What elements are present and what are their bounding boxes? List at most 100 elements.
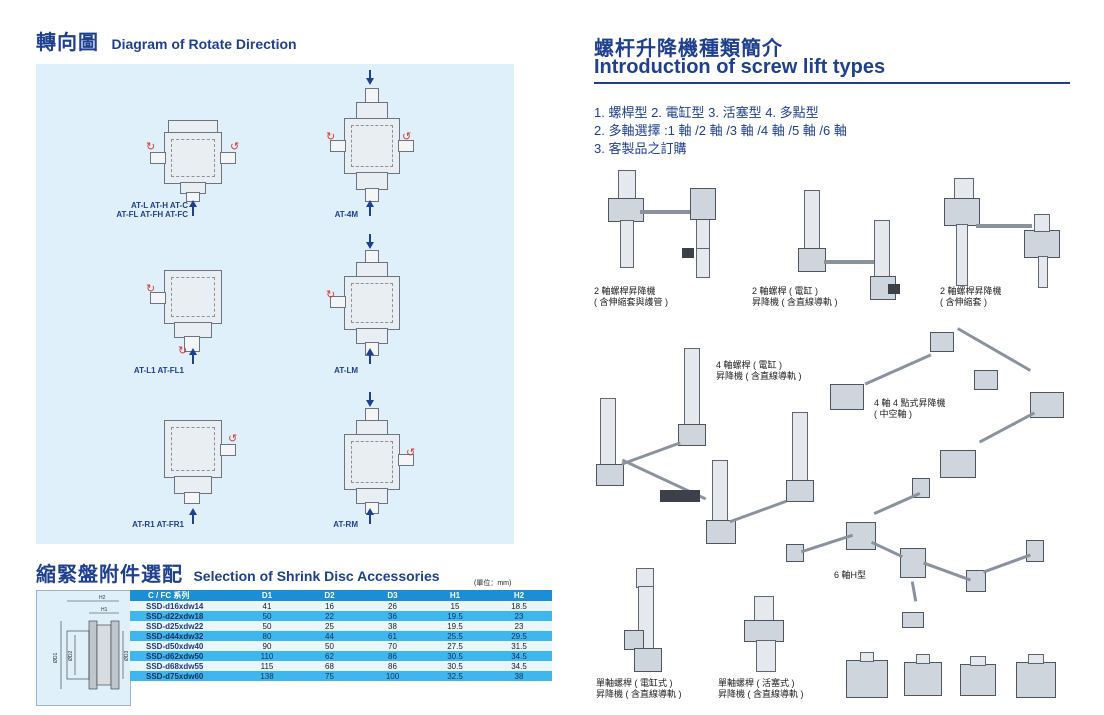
- shrink-disc-drawing: H2 H1 ØD1 ØD2 ØD3: [53, 595, 130, 690]
- intro-line-1: 1. 螺桿型 2. 電缸型 3. 活塞型 4. 多點型: [594, 105, 819, 120]
- value-cell: 61: [361, 631, 424, 641]
- value-cell: 34.5: [486, 651, 552, 661]
- value-cell: 41: [236, 601, 298, 611]
- product-1axis-cylinder: [620, 568, 680, 674]
- value-cell: 100: [361, 671, 424, 681]
- intro-line-2: 2. 多軸選擇 :1 軸 /2 軸 /3 軸 /4 軸 /5 軸 /6 軸: [594, 123, 847, 138]
- shrink-title-en: Selection of Shrink Disc Accessories: [193, 568, 440, 584]
- title-divider: [594, 82, 1070, 84]
- caption-6: 6 軸H型: [834, 570, 867, 580]
- rotate-title-cn: 轉向圖: [36, 32, 99, 54]
- model-cell: SSD-d16xdw14: [130, 601, 236, 611]
- caption-7: 單軸螺桿 ( 電缸式 )昇降機 ( 含直線導軌 ): [596, 678, 682, 699]
- caption-5: 4 軸 4 點式昇降機( 中空軸 ): [874, 398, 946, 419]
- model-cell: SSD-d25xdw22: [130, 621, 236, 631]
- d3-label: ØD3: [124, 651, 130, 662]
- rotate-title-en: Diagram of Rotate Direction: [111, 36, 297, 52]
- value-cell: 25: [298, 621, 361, 631]
- value-cell: 19.5: [424, 621, 486, 631]
- col-d2: D2: [298, 590, 361, 601]
- label-at-rm: AT-RM: [333, 520, 358, 529]
- value-cell: 50: [236, 611, 298, 621]
- h1-label: H1: [101, 607, 108, 613]
- value-cell: 30.5: [424, 661, 486, 671]
- product-6axis-h: [786, 478, 1056, 628]
- value-cell: 115: [236, 661, 298, 671]
- col-d1: D1: [236, 590, 298, 601]
- value-cell: 86: [361, 661, 424, 671]
- caption-1: 2 軸螺桿昇降機( 含伸縮套與護管 ): [594, 286, 668, 307]
- product-2axis-cylinder: [790, 190, 910, 302]
- unit-note: (單位：mm): [474, 580, 512, 587]
- shrink-title-cn: 縮緊盤附件選配: [36, 564, 183, 586]
- value-cell: 26: [361, 601, 424, 611]
- caption-8: 單軸螺桿 ( 活塞式 )昇降機 ( 含直線導軌 ): [718, 678, 804, 699]
- model-cell: SSD-d22xdw18: [130, 611, 236, 621]
- intro-title-cn: 螺杆升降機種類簡介: [594, 38, 783, 60]
- value-cell: 50: [298, 641, 361, 651]
- d2-label: ØD2: [68, 651, 74, 662]
- value-cell: 110: [236, 651, 298, 661]
- value-cell: 16: [298, 601, 361, 611]
- h2-label: H2: [99, 595, 106, 601]
- value-cell: 23: [486, 621, 552, 631]
- value-cell: 38: [361, 621, 424, 631]
- product-4axis-4point: [826, 327, 1076, 478]
- gearbox-diagram: ↻ ↺: [146, 120, 239, 202]
- value-cell: 19.5: [424, 611, 486, 621]
- value-cell: 30.5: [424, 651, 486, 661]
- caption-2: 2 軸螺桿 ( 電缸 )昇降機 ( 含直線導軌 ): [752, 286, 838, 307]
- caption-4: 4 軸螺桿 ( 電缸 )昇降機 ( 含直線導軌 ): [716, 360, 802, 381]
- value-cell: 29.5: [486, 631, 552, 641]
- product-1axis-piston: [740, 596, 800, 676]
- value-cell: 44: [298, 631, 361, 641]
- product-2axis-telescopic: [600, 168, 730, 286]
- value-cell: 75: [298, 671, 361, 681]
- value-cell: 23: [486, 611, 552, 621]
- model-cell: SSD-d68xdw55: [130, 661, 236, 671]
- label-at-l1: AT-L1 AT-FL1: [133, 366, 184, 375]
- col-h1: H1: [424, 590, 486, 601]
- value-cell: 62: [298, 651, 361, 661]
- value-cell: 68: [298, 661, 361, 671]
- product-4axis-cylinder: [596, 340, 836, 550]
- value-cell: 31.5: [486, 641, 552, 651]
- col-d3: D3: [361, 590, 424, 601]
- model-cell: SSD-d62xdw50: [130, 651, 236, 661]
- intro-line-3: 3. 客製品之訂購: [594, 141, 687, 156]
- rotate-diagram-panel: ↻ ↺ AT-L AT-H AT-C AT-FL AT-FH AT-FC ↻ ↺…: [36, 64, 514, 544]
- label-at-l: AT-L AT-H AT-C: [130, 201, 188, 210]
- value-cell: 18.5: [486, 601, 552, 611]
- rotate-heading: 轉向圖 Diagram of Rotate Direction: [36, 26, 297, 55]
- value-cell: 80: [236, 631, 298, 641]
- col-h2: H2: [486, 590, 552, 601]
- value-cell: 36: [361, 611, 424, 621]
- value-cell: 90: [236, 641, 298, 651]
- value-cell: 70: [361, 641, 424, 651]
- value-cell: 32.5: [424, 671, 486, 681]
- caption-3: 2 軸螺桿昇降機( 含伸縮套 ): [940, 286, 1002, 307]
- label-at-fl: AT-FL AT-FH AT-FC: [116, 210, 188, 219]
- gearbox-thumbnails: [846, 652, 1086, 704]
- value-cell: 50: [236, 621, 298, 631]
- d1-label: ØD1: [53, 653, 59, 664]
- gearbox-diagram: ↺: [158, 420, 237, 510]
- value-cell: 25.5: [424, 631, 486, 641]
- value-cell: 15: [424, 601, 486, 611]
- gearbox-diagram: ↻ ↻: [146, 270, 228, 360]
- label-at-r1: AT-R1 AT-FR1: [132, 520, 184, 529]
- gearbox-diagram: ↻: [326, 250, 406, 360]
- value-cell: 34.5: [486, 661, 552, 671]
- shrink-heading: 縮緊盤附件選配 Selection of Shrink Disc Accesso…: [36, 558, 440, 587]
- label-at-4m: AT-4M: [334, 210, 358, 219]
- value-cell: 22: [298, 611, 361, 621]
- gearbox-diagram: ↺: [336, 408, 416, 518]
- table-header-row: C / FC 系列 D1 D2 D3 H1 H2: [130, 590, 552, 601]
